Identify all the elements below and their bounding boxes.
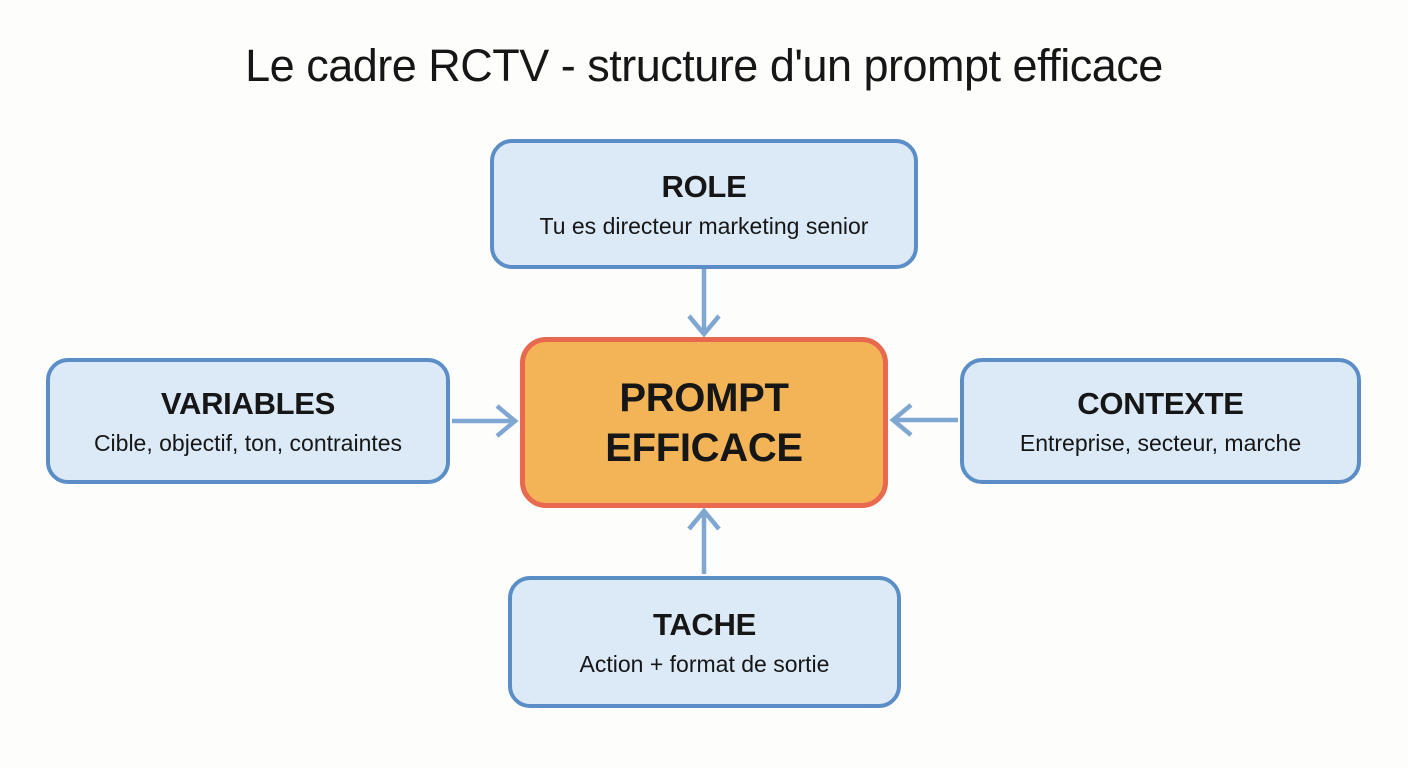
node-tache: TACHE Action + format de sortie: [508, 576, 901, 708]
node-tache-description: Action + format de sortie: [579, 650, 830, 677]
node-variables: VARIABLES Cible, objectif, ton, contrain…: [46, 358, 450, 484]
node-variables-label: VARIABLES: [160, 385, 336, 421]
diagram-title: Le cadre RCTV - structure d'un prompt ef…: [245, 40, 1163, 91]
node-role-label: ROLE: [661, 168, 747, 204]
node-variables-description: Cible, objectif, ton, contraintes: [93, 429, 403, 456]
arrow-variables-to-prompt-icon: [452, 404, 519, 438]
node-role-description: Tu es directeur marketing senior: [539, 212, 869, 239]
node-prompt-efficace: PROMPT EFFICACE: [520, 337, 888, 508]
arrow-tache-to-prompt-icon: [687, 507, 721, 574]
arrow-contexte-to-prompt-icon: [889, 403, 958, 437]
arrow-role-to-prompt-icon: [687, 269, 721, 338]
node-role: ROLE Tu es directeur marketing senior: [490, 139, 918, 269]
node-contexte-label: CONTEXTE: [1077, 385, 1244, 421]
node-contexte-description: Entreprise, secteur, marche: [1019, 429, 1302, 456]
node-prompt-efficace-label: PROMPT EFFICACE: [605, 375, 803, 470]
node-tache-label: TACHE: [653, 606, 756, 642]
node-contexte: CONTEXTE Entreprise, secteur, marche: [960, 358, 1361, 484]
